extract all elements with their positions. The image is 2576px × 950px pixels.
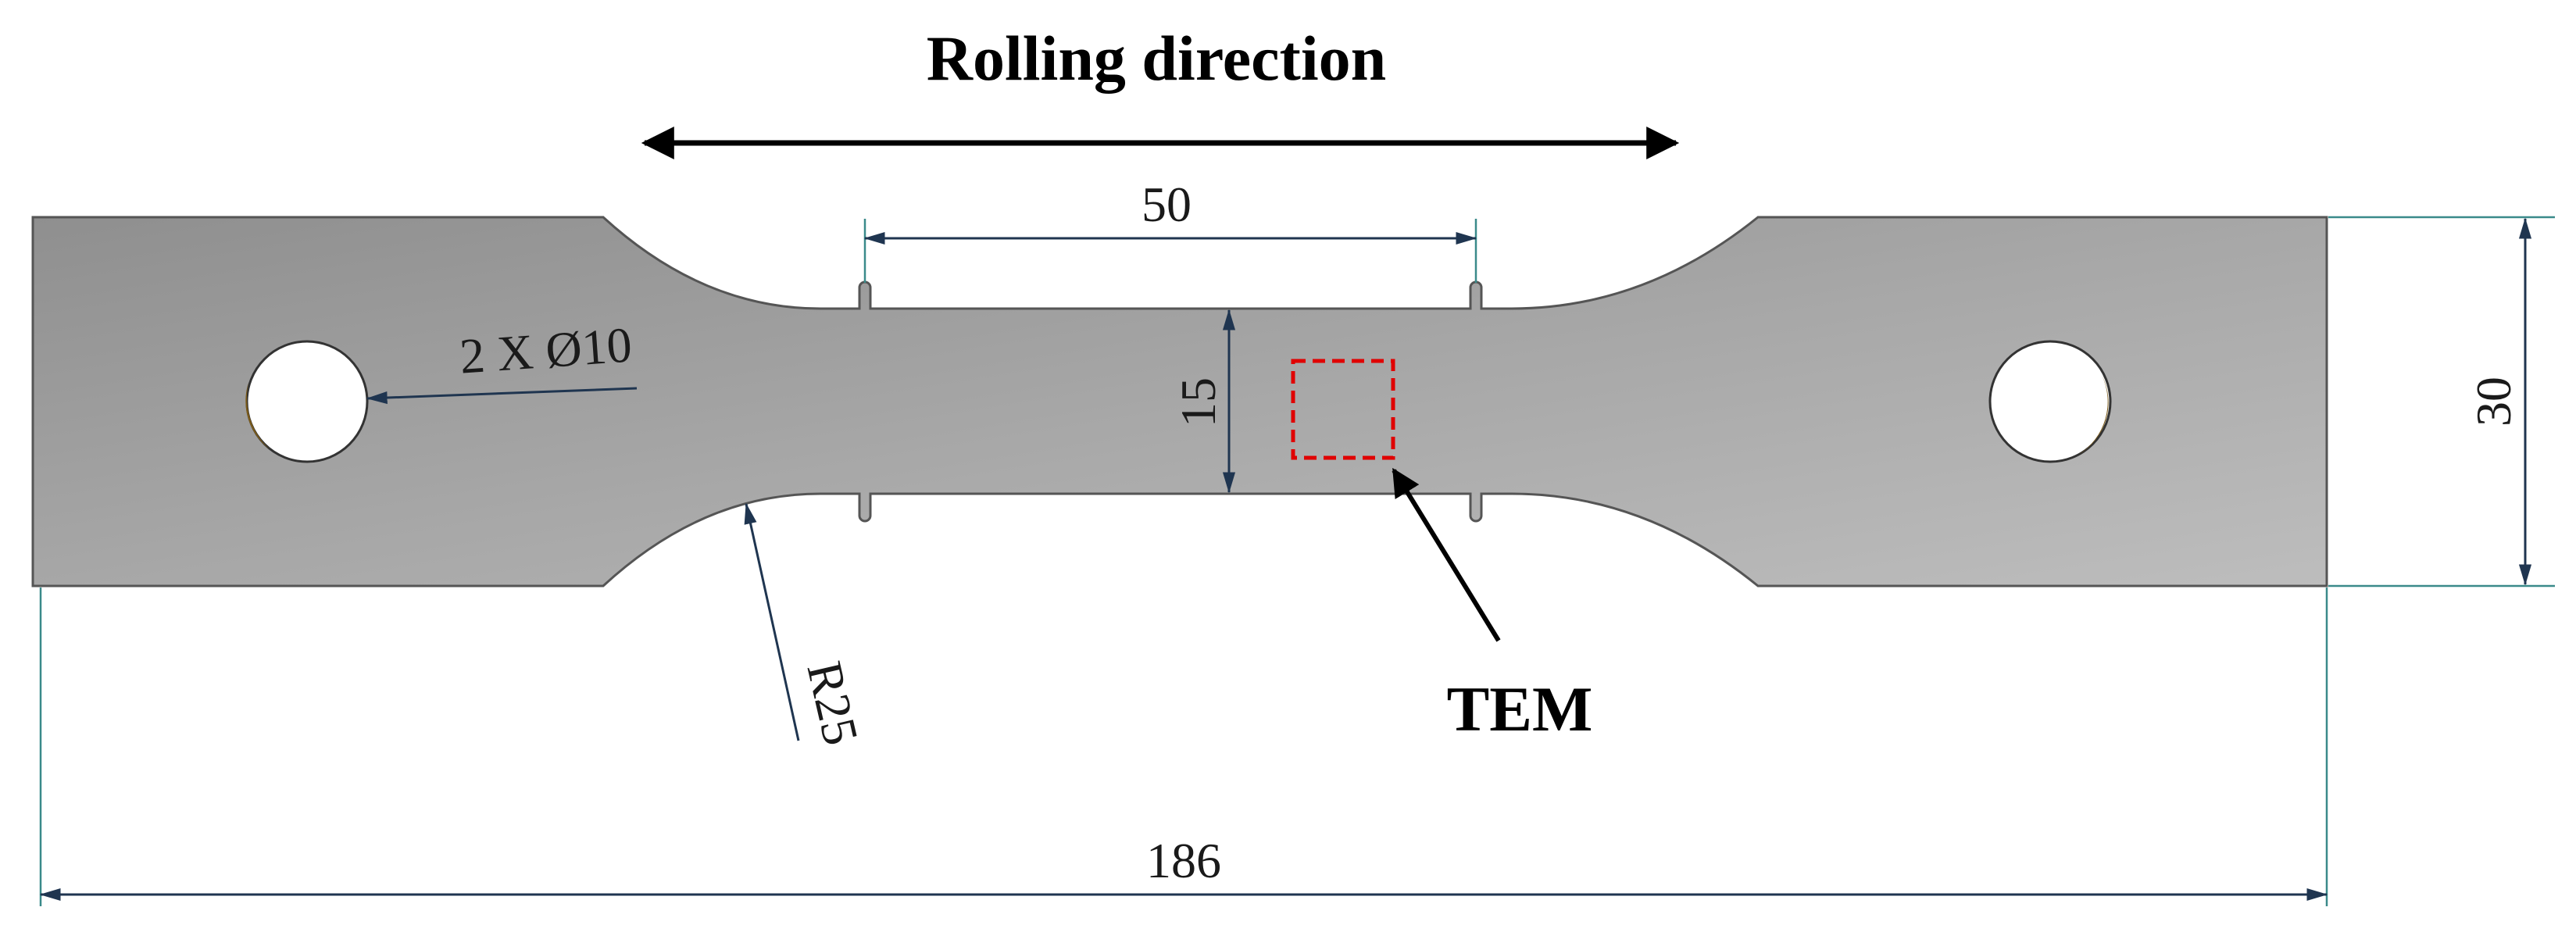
gauge-length-value: 50 (1142, 177, 1192, 232)
hole-callout-leader (366, 387, 638, 405)
total-length-value: 186 (1146, 833, 1221, 888)
tem-label: TEM (1447, 673, 1593, 745)
hole-callout-value: 2 X Ø10 (458, 316, 634, 384)
tem-pointer-arrow (1392, 467, 1501, 642)
right-hole (1988, 340, 2112, 463)
left-hole (245, 340, 369, 463)
fillet-radius-value: R25 (796, 656, 869, 750)
specimen-body (31, 216, 2328, 588)
rolling-direction-title: Rolling direction (927, 23, 1386, 94)
gauge-width-value: 15 (1170, 377, 1226, 427)
left-hole-shadow (245, 383, 270, 449)
fillet-radius-leader (744, 502, 800, 741)
tem-region-box (1291, 359, 1395, 460)
grip-width-value: 30 (2466, 377, 2521, 427)
